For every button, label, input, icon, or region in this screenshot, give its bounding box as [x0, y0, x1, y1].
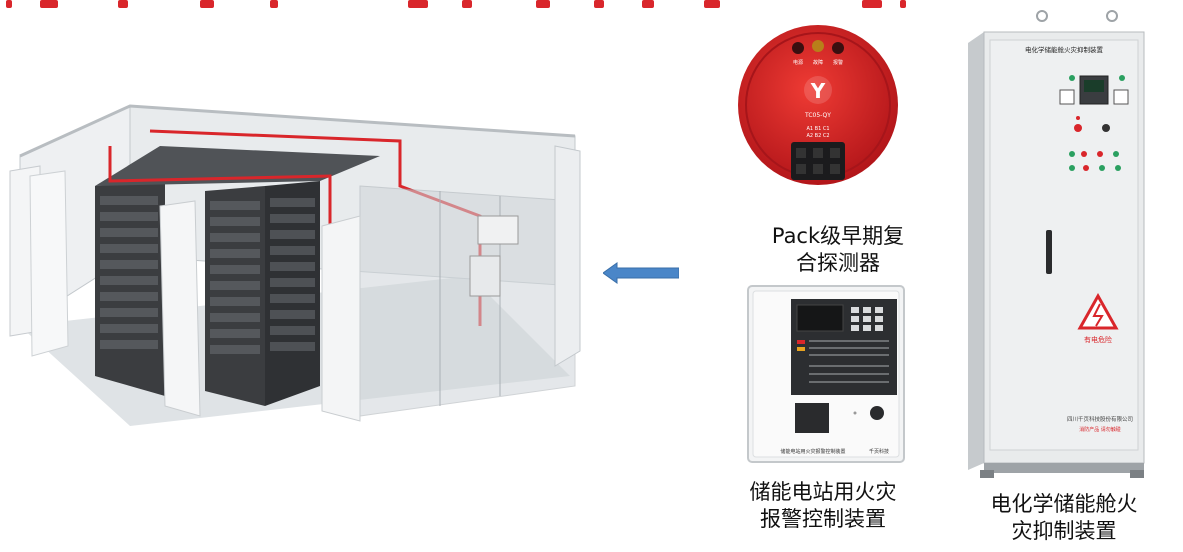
door-handle [1046, 230, 1052, 274]
indicator-label: 报警 [833, 59, 843, 66]
energy-storage-container-illustration [9, 104, 581, 426]
indicator-label: 电源 [793, 59, 803, 66]
fire-alarm-control-panel: 储能电站用火灾报警控制装置 千页科技 [747, 285, 905, 463]
lcd-screen [796, 304, 844, 332]
high-voltage-warning-icon [1077, 292, 1119, 330]
company-label: 四川千页科技股份有限公司 [1067, 415, 1133, 423]
detector-caption: Pack级早期复 合探测器 [758, 223, 918, 277]
battery-rack-2 [205, 186, 265, 406]
caption-line: 合探测器 [796, 251, 880, 275]
model-label: TC05-QY [804, 112, 831, 119]
pack-detector-device: 电源 故障 报警 Y TC05-QY A1 B1 C1 A2 B2 C2 [738, 25, 898, 185]
connector [791, 142, 845, 180]
caption-line: Pack级早期复 [771, 224, 905, 248]
red-button [1074, 124, 1082, 132]
panel-brand: 千页科技 [869, 448, 889, 455]
fault-led [812, 40, 824, 52]
brand-mark: Y [810, 79, 826, 103]
arrow-left-icon [603, 262, 679, 284]
pin-label: A2 B2 C2 [806, 133, 829, 139]
keypad [851, 307, 883, 331]
indicator-label: 故障 [813, 59, 823, 66]
slogan-label: 消防产品 请勿触碰 [1079, 426, 1121, 433]
brand-logo [804, 76, 832, 104]
meter-right [1113, 89, 1129, 105]
caption-line: 电化学储能舱火 [990, 492, 1138, 516]
cabinet-header: 电化学储能舱火灾抑制装置 [1025, 45, 1104, 54]
suppression-caption: 电化学储能舱火 灾抑制装置 [974, 491, 1154, 545]
pin-label: A1 B1 C1 [806, 126, 829, 132]
warning-label: 有电危险 [1084, 335, 1112, 344]
meter-left [1059, 89, 1075, 105]
battery-rack-1 [95, 181, 165, 396]
top-red-strip [0, 0, 1183, 10]
key-switch [870, 406, 884, 420]
caption-line: 灾抑制装置 [1011, 519, 1117, 543]
fire-suppression-cabinet: 电化学储能舱火灾抑制装置 有电危险 四川千页科技股份有限公司 消防产品 请勿触碰 [968, 10, 1145, 478]
printer-slot [795, 403, 829, 433]
alarm-caption: 储能电站用火灾 报警控制装置 [738, 479, 908, 533]
caption-line: 储能电站用火灾 [749, 480, 897, 504]
battery-rack-3 [265, 181, 320, 406]
caption-line: 报警控制装置 [760, 507, 886, 531]
power-led [792, 42, 804, 54]
panel-footer-label: 储能电站用火灾报警控制装置 [780, 448, 845, 455]
alarm-led [832, 42, 844, 54]
